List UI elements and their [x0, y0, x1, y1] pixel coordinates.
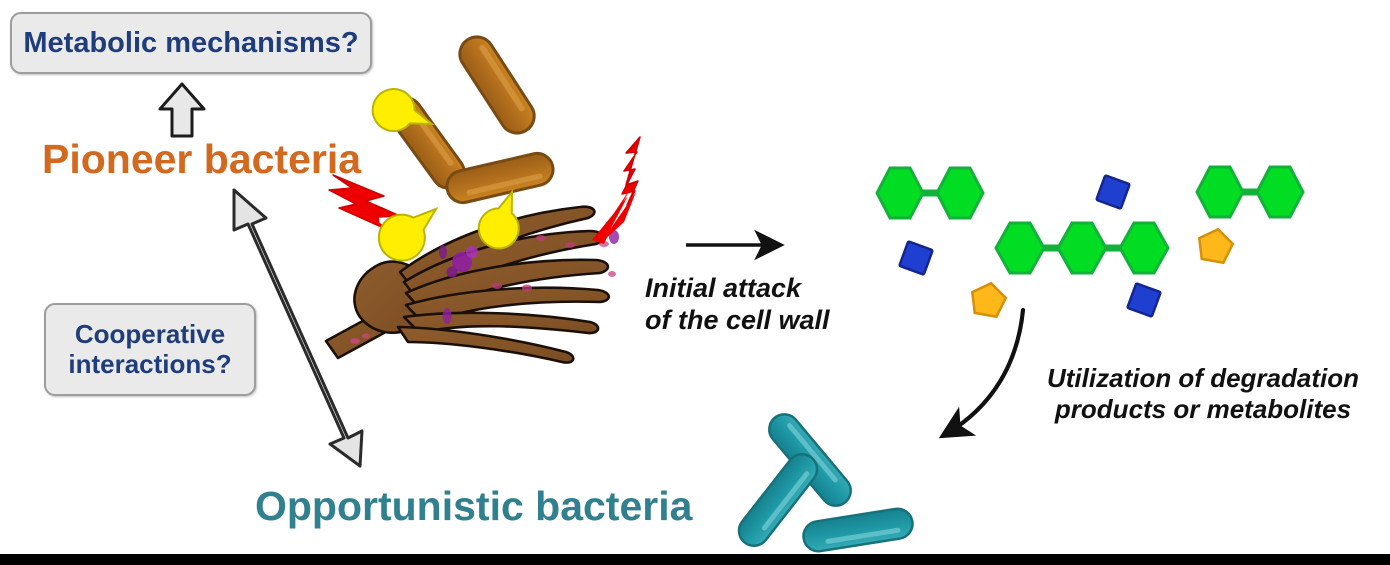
cooperative-interactions-label: Cooperative interactions?	[68, 320, 231, 378]
bacterium-rod	[768, 413, 852, 507]
sugar-square	[1126, 282, 1162, 318]
lightning-bolt-icon	[592, 136, 641, 244]
pioneer-bacteria-label: Pioneer bacteria	[42, 136, 362, 182]
bacterium-rod	[802, 507, 914, 553]
utilization-line-2: products or metabolites	[1054, 394, 1352, 425]
opportunistic-bacteria-group	[737, 413, 914, 553]
up-arrow-icon	[158, 82, 206, 138]
pioneer-bacteria-group	[388, 35, 555, 205]
utilization-line-1: Utilization of degradation	[1047, 363, 1359, 393]
hexagon-chain	[875, 166, 985, 220]
bacterium-rod	[458, 35, 536, 135]
metabolic-mechanisms-box: Metabolic mechanisms?	[10, 12, 372, 74]
bacterium-rod	[388, 96, 466, 190]
hexagon-chain	[1195, 165, 1305, 219]
bacterium-rod	[445, 151, 555, 205]
sugar-square	[1095, 174, 1131, 210]
cooperative-line-1: Cooperative	[74, 319, 226, 350]
cooperative-line-2: interactions?	[68, 348, 232, 379]
sugar-pentagon	[1197, 227, 1235, 265]
initial-attack-line-1: Initial attack	[645, 273, 802, 303]
sugar-pentagon	[970, 281, 1008, 319]
degradation-products-group	[875, 165, 1305, 319]
sugar-square	[898, 240, 934, 276]
pacman-enzyme-icon	[371, 88, 435, 133]
opportunistic-bacteria-label: Opportunistic bacteria	[255, 483, 693, 529]
pacman-enzyme-icon	[377, 207, 439, 262]
bacterium-rod	[737, 453, 819, 547]
pacman-enzyme-icon	[477, 189, 520, 250]
enzyme-group	[371, 88, 520, 262]
plant-fiber-bundle-icon	[324, 205, 619, 364]
utilization-caption: Utilization of degradation products or m…	[1047, 363, 1359, 425]
straw-speckles	[350, 230, 619, 344]
metabolic-mechanisms-label: Metabolic mechanisms?	[23, 26, 359, 59]
curved-arrow-icon	[938, 307, 1026, 439]
cooperative-interactions-box: Cooperative interactions?	[44, 303, 256, 396]
lightning-bolt-icon	[328, 174, 406, 255]
hexagon-chain	[994, 221, 1170, 275]
initial-attack-caption: Initial attack of the cell wall	[645, 272, 830, 337]
initial-attack-line-2: of the cell wall	[645, 305, 830, 336]
figure-bottom-border	[0, 554, 1390, 565]
